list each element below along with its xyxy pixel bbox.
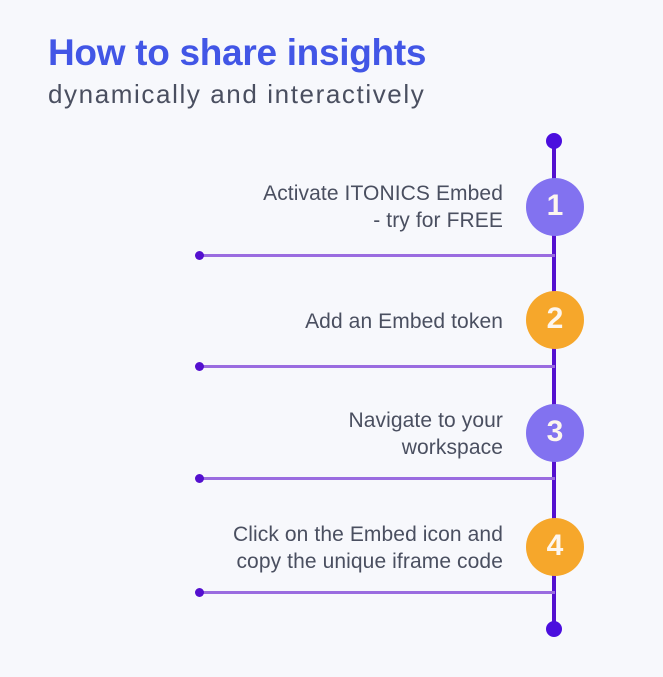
timeline-connector-2 [195,362,555,371]
step-text-line: workspace [401,436,503,460]
page-subtitle: dynamically and interactively [48,79,426,110]
timeline-node-4[interactable]: 4 [526,518,584,576]
timeline-bottom-dot-icon [546,621,562,637]
timeline-connector-4 [195,588,555,597]
step-text-4: Click on the Embed icon and copy the uni… [143,521,503,576]
connector-end-dot-icon [195,474,204,483]
timeline-node-number: 3 [546,415,564,448]
step-text-line: Navigate to your [348,409,503,432]
step-text-line: Activate ITONICS Embed [263,182,503,205]
timeline-top-dot-icon [546,133,562,149]
timeline-node-number: 2 [546,302,564,335]
connector-end-dot-icon [195,588,204,597]
timeline-connector-3 [195,474,555,483]
timeline-node-1[interactable]: 1 [526,178,584,236]
step-text-2: Add an Embed token [143,308,503,335]
connector-end-dot-icon [195,251,204,260]
step-text-line: - try for FREE [373,209,503,233]
timeline-node-3[interactable]: 3 [526,404,584,462]
step-text-3: Navigate to your workspace [143,407,503,462]
connector-end-dot-icon [195,362,204,371]
step-text-line: Click on the Embed icon and [232,523,503,546]
timeline-node-2[interactable]: 2 [526,291,584,349]
timeline-axis-line [552,141,556,630]
timeline-connector-1 [195,251,555,260]
header: How to share insights dynamically and in… [48,32,608,111]
timeline-node-number: 1 [546,189,564,222]
step-text-line: copy the unique iframe code [236,550,503,574]
step-text-line: Add an Embed token [305,310,503,333]
page-title: How to share insights [48,32,427,73]
timeline-node-number: 4 [546,529,564,562]
step-text-1: Activate ITONICS Embed - try for FREE [143,180,503,235]
